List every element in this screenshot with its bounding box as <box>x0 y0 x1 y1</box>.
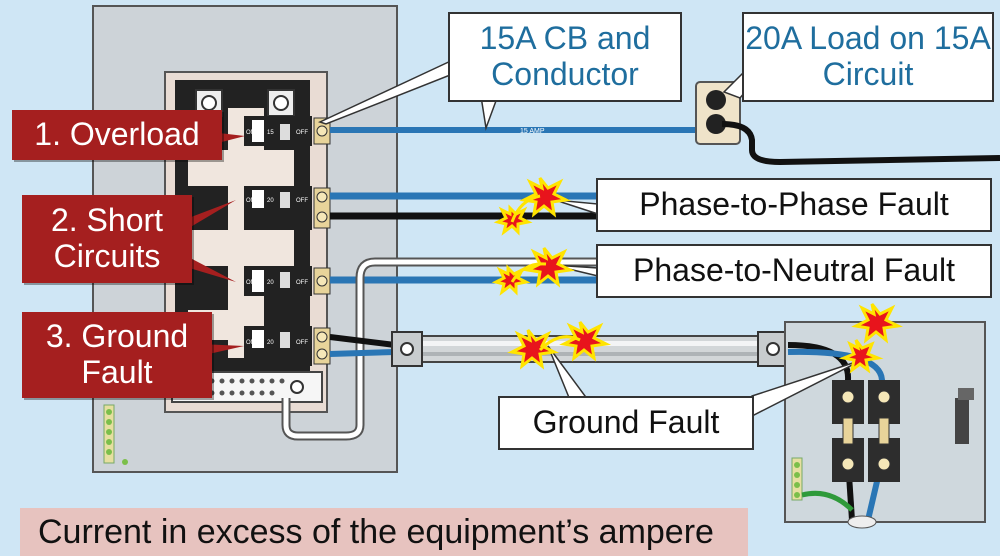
label-ground-fault: 3. Ground Fault <box>22 312 212 398</box>
label-overload: 1. Overload <box>12 110 222 160</box>
callout-cb-conductor: 15A CB and Conductor <box>448 12 682 102</box>
callout-ground-fault: Ground Fault <box>498 396 754 450</box>
breaker-4-off-label: OFF <box>296 340 308 346</box>
spark-phase-phase <box>493 177 571 236</box>
breaker-4-on-label: ON <box>246 340 255 346</box>
spark-ground-fault <box>507 321 611 370</box>
label-short-circuits-text: 2. Short Circuits <box>50 202 164 274</box>
footer-definition: Current in excess of the equipment’s amp… <box>20 508 748 556</box>
label-ground-fault-text: 3. Ground Fault <box>45 318 189 390</box>
breaker-2 <box>244 186 331 230</box>
breaker-4-rating: 20 <box>267 340 274 346</box>
breaker-1-on-label: ON <box>246 130 255 136</box>
spark-phase-neutral <box>491 247 575 296</box>
breaker-3-rating: 20 <box>267 280 274 286</box>
callout-ground-fault-text: Ground Fault <box>532 404 720 441</box>
callout-phase-neutral-text: Phase-to-Neutral Fault <box>633 252 955 289</box>
callout-load-text: 20A Load on 15A Circuit <box>745 20 991 92</box>
breaker-4 <box>244 326 331 366</box>
bus-center <box>228 108 264 358</box>
footer-text: Current in excess of the equipment’s amp… <box>38 512 714 551</box>
breaker-3-off-label: OFF <box>296 280 308 286</box>
label-overload-text: 1. Overload <box>34 116 200 153</box>
breaker-2-rating: 20 <box>267 198 274 204</box>
breaker-3-on-label: ON <box>246 280 255 286</box>
label-short-circuits: 2. Short Circuits <box>22 195 192 283</box>
spark-disconnect <box>838 303 903 374</box>
callout-cb-conductor-text: 15A CB and Conductor <box>479 20 651 92</box>
breaker-1-rating: 15 <box>267 130 274 136</box>
callout-phase-neutral: Phase-to-Neutral Fault <box>596 244 992 298</box>
breaker-1 <box>244 116 331 146</box>
callout-phase-phase: Phase-to-Phase Fault <box>596 178 992 232</box>
wire-marking-text: 15 AMP <box>520 128 545 135</box>
breaker-2-off-label: OFF <box>296 198 308 204</box>
load-cord <box>721 121 1000 166</box>
breaker-3 <box>244 266 331 296</box>
breaker-1-off-label: OFF <box>296 130 308 136</box>
breaker-2-on-label: ON <box>246 198 255 204</box>
callout-load-on-circuit: 20A Load on 15A Circuit <box>742 12 994 102</box>
callout-phase-phase-text: Phase-to-Phase Fault <box>639 186 949 223</box>
